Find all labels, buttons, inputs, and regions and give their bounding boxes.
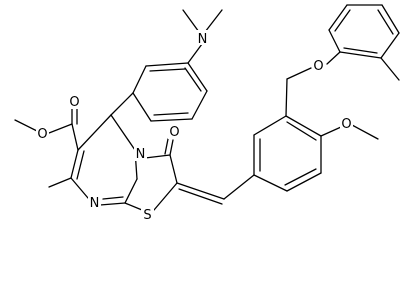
bond — [14, 119, 38, 132]
bond — [110, 92, 134, 116]
s-thiazole-label: S — [141, 207, 154, 223]
bond — [149, 68, 186, 72]
bond — [253, 174, 288, 192]
bond — [169, 139, 174, 156]
o-ester-ether-label: O — [36, 126, 49, 142]
bond — [176, 182, 225, 200]
svg-text:O: O — [37, 127, 47, 142]
n-pyrimidine-label: N — [88, 195, 101, 211]
bond — [187, 43, 203, 64]
o-methoxy-label: O — [340, 116, 353, 132]
bond — [145, 62, 189, 67]
bond — [381, 4, 400, 34]
bond — [328, 29, 341, 53]
bond — [178, 188, 223, 205]
atom-labels: N O O O N N S O — [36, 30, 353, 223]
bond — [286, 172, 322, 192]
svg-text:S: S — [143, 208, 151, 223]
bond — [153, 182, 178, 211]
n-ring-junction-label: N — [134, 146, 147, 162]
bond — [351, 124, 379, 140]
bond — [320, 126, 342, 137]
bond — [284, 168, 317, 186]
bond — [70, 149, 79, 179]
bond — [169, 154, 178, 184]
bond — [124, 202, 143, 211]
bond — [328, 4, 348, 31]
bond — [153, 112, 189, 116]
bond — [343, 47, 378, 54]
bond — [187, 62, 208, 92]
svg-text:O: O — [313, 59, 323, 74]
bond — [70, 177, 89, 199]
bond — [110, 114, 136, 151]
bond — [150, 118, 193, 122]
bond — [204, 9, 223, 33]
o-ester-carbonyl-label: O — [68, 94, 81, 110]
bond — [99, 202, 126, 206]
bond — [102, 196, 124, 200]
svg-text:N: N — [198, 32, 208, 47]
bond — [164, 138, 169, 155]
svg-text:O: O — [169, 125, 179, 140]
bond — [285, 115, 322, 137]
o-ketone-label: O — [168, 124, 181, 140]
bond — [48, 123, 73, 134]
bond — [326, 51, 341, 65]
bond — [377, 9, 394, 35]
bond — [380, 57, 400, 81]
bond — [184, 67, 202, 92]
bond — [253, 115, 287, 136]
svg-text:N: N — [136, 147, 146, 162]
bond — [124, 178, 138, 204]
svg-text:O: O — [69, 95, 79, 110]
bond — [339, 51, 382, 59]
o-aryl-ether-label: O — [312, 58, 325, 74]
bond — [76, 150, 85, 180]
bond — [191, 90, 208, 120]
n-dimethyl-label: N — [196, 30, 209, 47]
bond — [144, 154, 171, 159]
bond — [286, 67, 312, 80]
bond — [334, 9, 351, 32]
bonds — [14, 4, 400, 211]
svg-text:N: N — [90, 196, 100, 211]
bond — [77, 114, 112, 151]
bond — [48, 177, 72, 188]
bond — [285, 78, 288, 117]
bond — [380, 32, 400, 59]
bond — [132, 92, 152, 122]
bond — [223, 174, 255, 200]
bond — [132, 65, 147, 94]
bond — [182, 9, 200, 33]
svg-text:O: O — [341, 117, 351, 132]
bond — [286, 121, 317, 141]
bond — [71, 123, 79, 151]
